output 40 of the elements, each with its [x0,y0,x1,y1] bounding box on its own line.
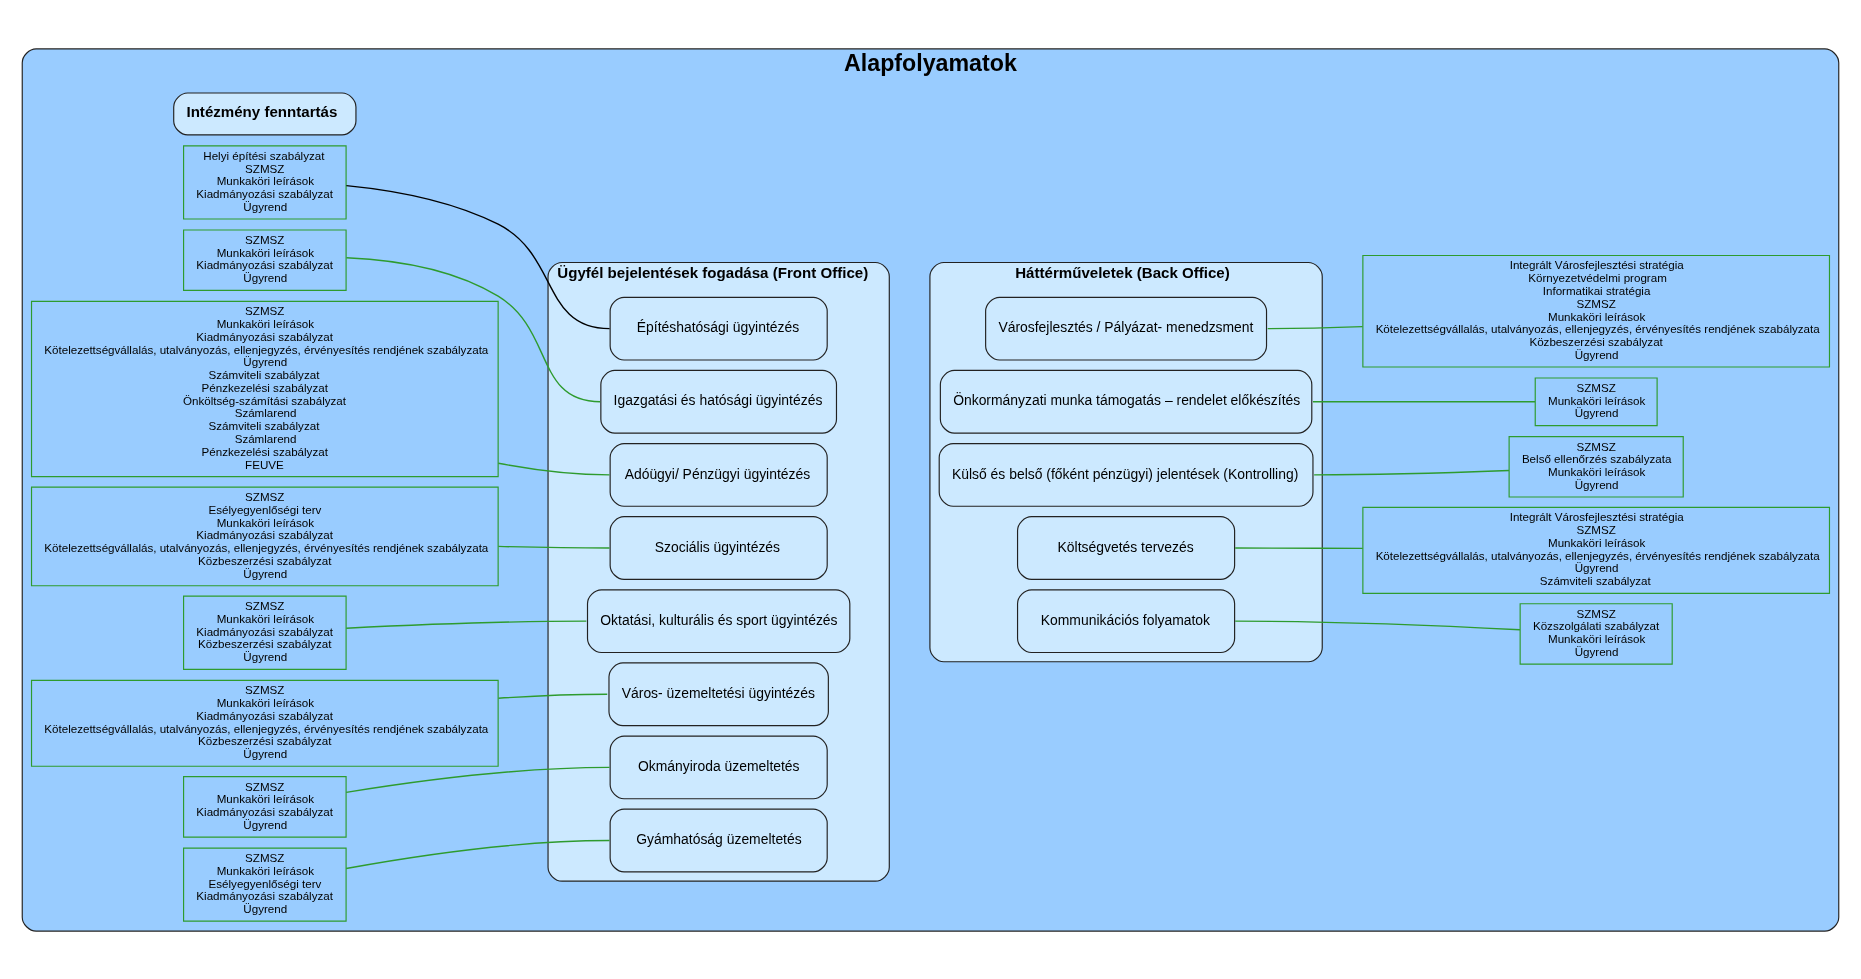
node-box: SZMSZ Munkaköri leírások Kiadmányozási szabályzat Ügyrend [183,228,347,291]
connector [345,184,611,329]
node-box: Költségvetés tervezés [1016,515,1236,580]
connector [1312,400,1536,402]
node-box: SZMSZ Munkaköri leírások Kiadmányozási szabályzat Kötelezettségvállalás, utalványozás, ellenjegyzés, érvényesítés rendjének szabályzata Ügyrend Számviteli szabályzat Pénzkezelési szabályzat Önköltség-számítási szabályzat Számlarend Számviteli szabályzat Számlarend Pénzkezelési szabályzat FEUVE [30,300,499,477]
node-box: SZMSZ Esélyegyenlőségi terv Munkaköri leírások Kiadmányozási szabályzat Kötelezettségvállalás, utalványozás, ellenjegyzés, érvényesítés rendjének szabályzata Közbeszerzési szabályzat Ügyrend [30,486,499,586]
node-box: Igazgatási és hatósági ügyintézés [600,369,838,434]
connector [1267,325,1364,329]
connector [345,256,601,402]
node-box: Külső és belső (főként pénzügyi) jelentések (Kontrolling) [938,442,1314,507]
node-box: Önkormányzati munka támogatás – rendelet előkészítés [939,369,1313,434]
connector [345,619,588,629]
node-box: SZMSZ Közszolgálati szabályzat Munkaköri leírások Ügyrend [1519,602,1673,665]
node-box: Okmányiroda üzemeltetés [609,735,828,799]
connector [497,545,611,549]
node-box: Városfejlesztés / Pályázat- menedzsment [985,296,1268,361]
node-box: Város- üzemeltetési ügyintézés [608,661,829,726]
connector [1313,469,1510,476]
node-box: SZMSZ Munkaköri leírások Kiadmányozási szabályzat Ügyrend [183,775,347,838]
connector [345,766,611,793]
node-box: Építéshatósági ügyintézés [609,296,828,361]
connector [497,693,608,699]
node-box: SZMSZ Belső ellenőrzés szabályzata Munkaköri leírások Ügyrend [1508,435,1684,498]
node-box: Adóügyi/ Pénzügyi ügyintézés [609,442,828,507]
node-box: Integrált Városfejlesztési stratégia SZMSZ Munkaköri leírások Kötelezettségvállalás, utalványozás, ellenjegyzés, érvényesítés rendjének szabályzata Ügyrend Számviteli szabályzat [1362,506,1831,594]
node-box: Intézmény fenntartás [173,91,357,135]
node-box: SZMSZ Munkaköri leírások Kiadmányozási szabályzat Kötelezettségvállalás, utalványozás, ellenjegyzés, érvényesítés rendjének szabályzata Közbeszerzési szabályzat Ügyrend [30,679,499,767]
connector [1234,546,1364,549]
node-box: Szociális ügyintézés [609,515,828,580]
node-box: SZMSZ Munkaköri leírások Esélyegyenlőségi terv Kiadmányozási szabályzat Ügyrend [183,847,347,922]
node-box: Gyámhatóság üzemeltetés [609,808,828,872]
connector [1234,619,1521,630]
node-box: Helyi építési szabályzat SZMSZ Munkaköri leírások Kiadmányozási szabályzat Ügyrend [183,144,347,220]
node-box: SZMSZ Munkaköri leírások Kiadmányozási szabályzat Közbeszerzési szabályzat Ügyrend [183,595,347,670]
node-box: Kommunikációs folyamatok [1016,588,1236,653]
connector [345,839,611,869]
node-box: Integrált Városfejlesztési stratégia Környezetvédelmi program Informatikai stratégia SZMSZ Munkaköri leírások Kötelezettségvállalás, utalványozás, ellenjegyzés, érvényesítés rendjének szabályzata Közbeszerzési szabályzat Ügyrend [1362,254,1831,368]
node-box: Oktatási, kulturális és sport ügyintézés [586,588,851,653]
node-box: SZMSZ Munkaköri leírások Ügyrend [1534,376,1658,426]
connector [497,462,611,476]
